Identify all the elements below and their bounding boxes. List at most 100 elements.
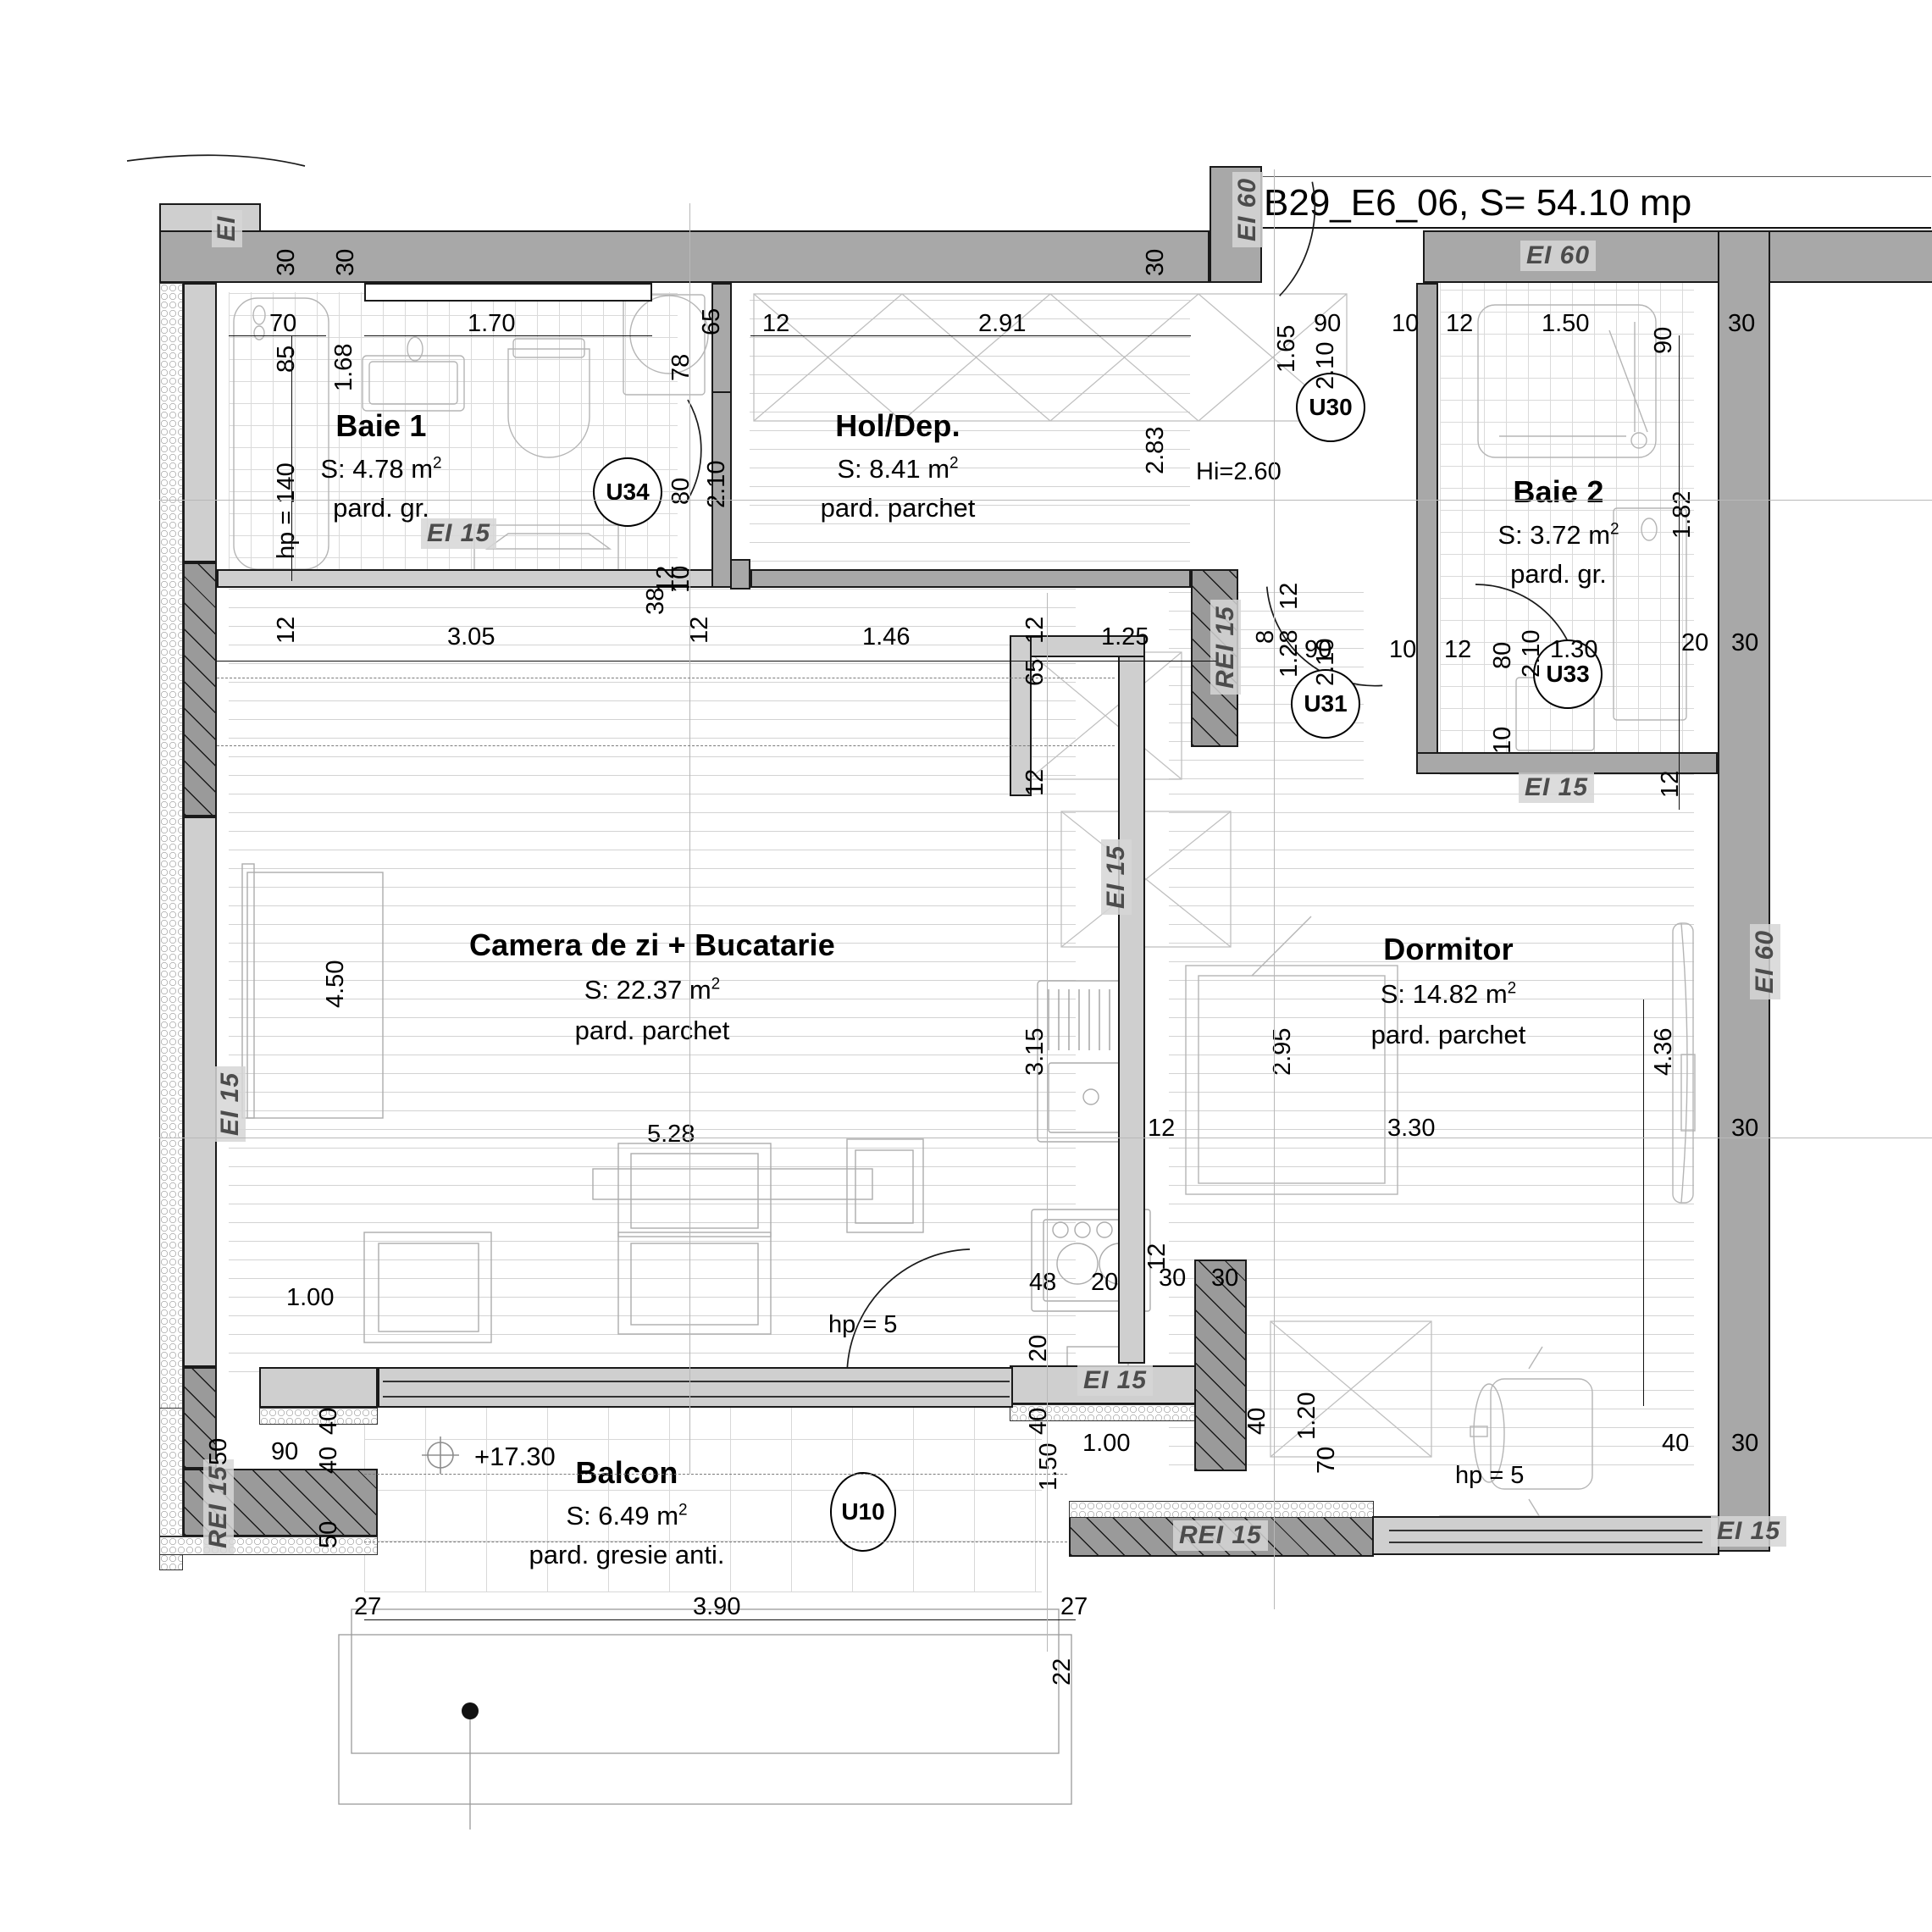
- fire-tag-top-right: EI 60: [1520, 241, 1597, 271]
- wall-center-stub: [1010, 635, 1032, 796]
- room-floor-baie1: pard. gr.: [333, 493, 429, 523]
- dim-u33-10: 10: [1489, 726, 1516, 754]
- wall-left-insulation: [159, 283, 183, 1570]
- room-name-dormitor: Dormitor: [1383, 932, 1514, 966]
- dimline-hol: [750, 335, 1191, 337]
- wall-center-top: [1010, 635, 1145, 657]
- dim-dorm-330: 3.30: [1387, 1115, 1436, 1142]
- room-name-living: Camera de zi + Bucatarie: [468, 927, 835, 962]
- dim-baie2-182: 1.82: [1669, 490, 1696, 539]
- wall-baie2-left: [1416, 283, 1438, 774]
- dim-right-12: 12: [1446, 310, 1474, 337]
- room-floor-baie2: pard. gr.: [1510, 559, 1607, 589]
- annotation-hp-dormitor: hp = 5: [1455, 1462, 1525, 1489]
- dim-mid-10: 10: [1389, 636, 1417, 663]
- room-area-value-baie1: S: 4.78 m: [320, 454, 434, 484]
- room-floor-dormitor: pard. parchet: [1370, 1020, 1526, 1049]
- door-marker-u33[interactable]: U33: [1533, 639, 1603, 709]
- balcony-rail-line2: [383, 1396, 1010, 1398]
- wall-left-lower: [183, 817, 217, 1367]
- dim-balcon-40: 40: [315, 1446, 342, 1474]
- room-area-living: S: 22.37 m2: [313, 975, 991, 1005]
- dimline-baie1: [364, 335, 652, 337]
- dim-mid-12d: 12: [1444, 636, 1472, 663]
- wall-balcony-corner-insul: [159, 1536, 378, 1555]
- wall-center-vertical: [1118, 635, 1145, 1364]
- dim-kitchen-20: 20: [1091, 1269, 1119, 1296]
- dim-bottom-100: 1.00: [1082, 1430, 1131, 1457]
- dim-right-90: 90: [1314, 310, 1342, 337]
- dim-balcon-50b: 50: [315, 1520, 342, 1548]
- dim-center-12: 12: [1021, 768, 1049, 796]
- room-floor-living: pard. parchet: [574, 1016, 730, 1045]
- wall-baie2-bottom: [1416, 752, 1718, 774]
- room-floor-balcon: pard. gresie anti.: [529, 1540, 725, 1569]
- dim-mid-130: 1.30: [1550, 636, 1598, 663]
- room-area-value-living: S: 22.37 m: [584, 975, 711, 1005]
- dim-kitchen-48: 48: [1029, 1269, 1057, 1296]
- wall-left-bottom: [183, 1367, 217, 1469]
- fire-tag-baie2: EI 15: [1519, 772, 1595, 803]
- unit-sup-baie1: 2: [433, 454, 442, 473]
- dim-balcon-50a: 50: [205, 1437, 232, 1465]
- balcony-rail-line: [383, 1381, 1010, 1382]
- dim-mid-38: 38: [642, 587, 669, 615]
- door-marker-u10[interactable]: U10: [830, 1472, 896, 1552]
- dim-mid-305: 3.05: [447, 623, 495, 650]
- room-area-hol: S: 8.41 m2: [728, 454, 1067, 484]
- room-label-dormitor: Dormitor S: 14.82 m2 pard. parchet: [1254, 932, 1643, 1050]
- room-label-hol: Hol/Dep. S: 8.41 m2 pard. parchet: [728, 408, 1067, 523]
- grid-line-v1: [1274, 169, 1275, 1609]
- wall-balcony-corner-insul-left: [159, 1408, 183, 1536]
- room-label-living: Camera de zi + Bucatarie S: 22.37 m2 par…: [313, 927, 991, 1046]
- dim-hol-291: 2.91: [978, 310, 1027, 337]
- dimline-baie1-70: [229, 335, 326, 337]
- dim-hol-12: 12: [762, 310, 790, 337]
- room-label-baie1: Baie 1 S: 4.78 m2 pard. gr.: [254, 408, 508, 523]
- fire-tag-center-vertical: EI 15: [1101, 839, 1132, 915]
- unit-sup-hol: 2: [949, 454, 959, 473]
- wall-left-structural: [183, 562, 217, 817]
- dim-bottom-40a: 40: [315, 1407, 342, 1435]
- wall-insul-bottom-mid: [1069, 1501, 1374, 1518]
- fire-tag-top-center: EI 60: [1232, 171, 1263, 247]
- wall-balcony-front: [259, 1367, 378, 1408]
- dim-baie1-70: 70: [269, 310, 297, 337]
- room-area-baie2: S: 3.72 m2: [1431, 520, 1686, 551]
- wall-top-left-cap: [159, 203, 261, 232]
- dim-top-30c: 30: [1142, 248, 1169, 276]
- level-marker-label: +17.30: [474, 1442, 556, 1471]
- annotation-hi: Hi=2.60: [1196, 458, 1282, 485]
- annotation-hp-bath: hp = 140: [273, 462, 300, 559]
- dim-right-30: 30: [1728, 310, 1756, 337]
- wall-balcony-front-insul: [259, 1408, 378, 1425]
- dim-living-315: 3.15: [1021, 1027, 1049, 1076]
- dim-mid-12a: 12: [273, 616, 300, 644]
- door-marker-u31[interactable]: U31: [1291, 669, 1360, 739]
- dim-u30-210: 2.10: [1312, 341, 1339, 390]
- dim-center-12b: 12: [1148, 1115, 1176, 1142]
- dim-baie1-65: 65: [698, 307, 725, 335]
- dim-balcon-90: 90: [271, 1438, 299, 1465]
- dim-mid-12c: 12: [1021, 616, 1049, 644]
- dim-living-528: 5.28: [647, 1121, 695, 1148]
- dim-u33-210: 2.10: [1518, 629, 1545, 678]
- fire-tag-bottom-right: EI 15: [1711, 1516, 1787, 1547]
- fire-tag-rei-bottom: REI 15: [1173, 1520, 1268, 1551]
- dim-bottom-27a: 27: [354, 1593, 382, 1620]
- dim-mid-30: 30: [1731, 629, 1759, 656]
- door-marker-u34[interactable]: U34: [593, 457, 662, 527]
- dim-bottom-22: 22: [1049, 1658, 1076, 1686]
- dim-right-30b: 30: [1731, 1115, 1759, 1142]
- dim-u33-80: 80: [1489, 641, 1516, 669]
- door-marker-u30[interactable]: U30: [1296, 373, 1365, 442]
- living-dash-2: [217, 745, 1115, 746]
- window-baie1: [364, 283, 652, 302]
- wall-dormitor-bottom: [1372, 1516, 1719, 1555]
- fire-tag-left-vertical: EI 15: [215, 1066, 246, 1142]
- dimlinev-left: [291, 335, 293, 581]
- room-floor-hol: pard. parchet: [820, 493, 976, 523]
- dim-kitchen-30b: 30: [1211, 1265, 1239, 1292]
- title-underline: [1254, 227, 1931, 229]
- title-overline: [1254, 176, 1931, 178]
